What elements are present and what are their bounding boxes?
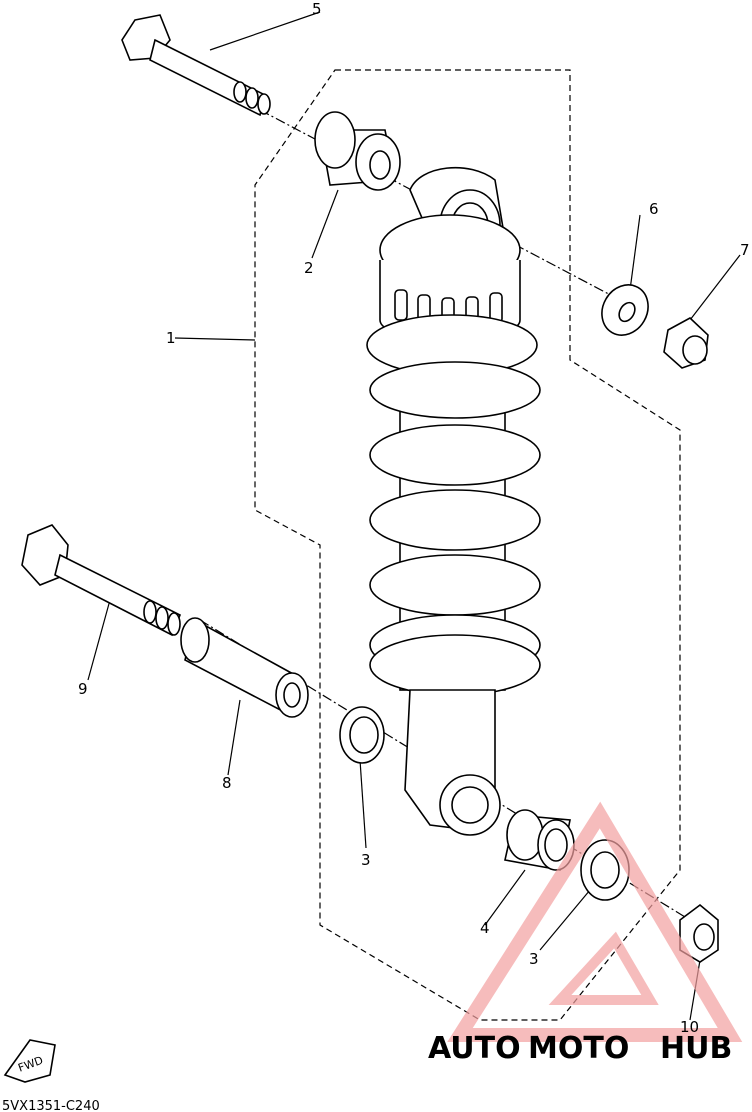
- lower-collar: [180, 617, 309, 718]
- washer: [601, 284, 649, 336]
- callout-9: 9: [78, 680, 88, 698]
- callout-8: 8: [222, 774, 232, 792]
- fwd-arrow: FWD: [3, 1039, 56, 1083]
- watermark-triangle-inner: [548, 931, 659, 1005]
- diagram-part-code: 5VX1351-C240: [2, 1099, 100, 1112]
- shock-lower-eye: [404, 689, 501, 836]
- upper-nut: [663, 317, 709, 369]
- watermark-triangle-outer: [447, 801, 743, 1042]
- upper-bolt: [121, 14, 271, 117]
- callout-3-left: 3: [361, 851, 371, 869]
- lower-nut: [679, 903, 719, 963]
- callouts: 1 2 3 3 4 5 6 7 8 9 10: [78, 0, 750, 1036]
- callout-10: 10: [680, 1018, 699, 1036]
- callout-3-right: 3: [529, 950, 539, 968]
- shock-spring: [369, 361, 541, 696]
- callout-7: 7: [740, 241, 750, 259]
- upper-collar: [314, 111, 401, 191]
- oil-seal-left: [339, 706, 385, 764]
- lower-bolt: [21, 524, 182, 637]
- callout-6: 6: [649, 200, 659, 218]
- callout-4: 4: [480, 919, 490, 937]
- watermark-text-moto: MOTO: [528, 1031, 629, 1066]
- shock-cap: [366, 214, 538, 376]
- callout-5: 5: [312, 0, 322, 18]
- callout-2: 2: [304, 259, 314, 277]
- watermark-text-auto: AUTO: [428, 1031, 521, 1066]
- callout-1: 1: [166, 329, 176, 347]
- watermark: AUTO MOTO HUB: [428, 801, 743, 1066]
- watermark-text-hub: HUB: [660, 1031, 732, 1066]
- assembly-boundary: [254, 69, 681, 1021]
